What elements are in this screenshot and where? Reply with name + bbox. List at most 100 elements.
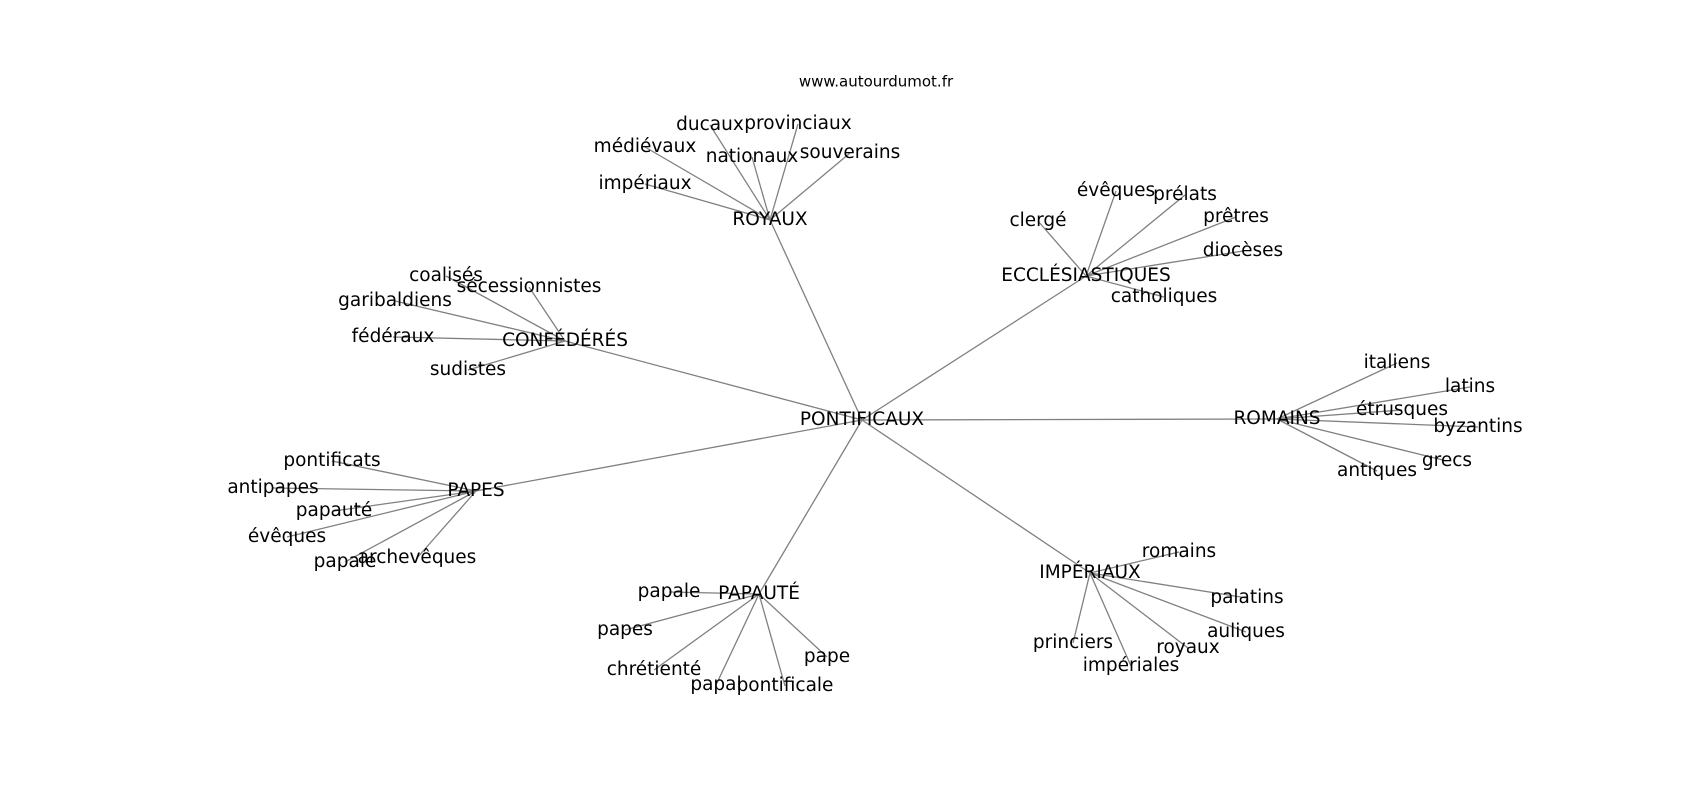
edge-hub-to-leaf bbox=[286, 490, 477, 538]
leaf-word-node: papes bbox=[597, 619, 653, 640]
edge-hub-to-leaf bbox=[709, 124, 771, 221]
edge-center-to-hub bbox=[475, 419, 863, 492]
edge-hub-to-leaf bbox=[333, 490, 477, 512]
leaf-word-node: prêtres bbox=[1203, 206, 1269, 227]
edge-center-to-hub bbox=[861, 419, 1091, 574]
edge-hub-to-leaf bbox=[1276, 418, 1378, 472]
leaf-word-node: fédéraux bbox=[352, 326, 435, 347]
leaf-word-node: latins bbox=[1445, 376, 1495, 397]
edge-hub-to-leaf bbox=[1085, 190, 1117, 277]
edge-hub-to-leaf bbox=[1276, 409, 1403, 420]
edge-center-to-hub bbox=[861, 418, 1278, 421]
edge-hub-to-leaf bbox=[1085, 250, 1244, 277]
edge-hub-to-leaf bbox=[751, 156, 771, 221]
edge-hub-to-leaf bbox=[1089, 572, 1248, 599]
edge-hub-to-leaf bbox=[445, 275, 566, 342]
edge-hub-to-leaf bbox=[1037, 220, 1087, 277]
edge-hub-to-leaf bbox=[758, 593, 828, 658]
edge-hub-to-leaf bbox=[1085, 194, 1186, 277]
leaf-word-node: prélats bbox=[1153, 184, 1217, 205]
edges-layer bbox=[272, 123, 1479, 687]
leaf-word-node: garibaldiens bbox=[338, 290, 452, 311]
edge-hub-to-leaf bbox=[344, 490, 477, 563]
leaf-word-node: papale bbox=[638, 581, 701, 602]
edge-hub-to-leaf bbox=[272, 487, 477, 492]
edge-hub-to-leaf bbox=[331, 460, 477, 492]
leaf-word-node: grecs bbox=[1422, 450, 1472, 471]
edge-hub-to-leaf bbox=[467, 340, 566, 371]
edge-hub-to-leaf bbox=[769, 152, 851, 221]
edge-hub-to-leaf bbox=[1089, 572, 1247, 633]
edge-hub-to-leaf bbox=[1089, 572, 1189, 649]
edge-hub-to-leaf bbox=[758, 593, 786, 687]
leaf-word-node: impériaux bbox=[598, 173, 691, 194]
edge-hub-to-leaf bbox=[1089, 551, 1180, 574]
leaf-word-node: papauté bbox=[296, 500, 373, 521]
edge-hub-to-leaf bbox=[644, 146, 771, 221]
edge-center-to-hub bbox=[861, 275, 1087, 421]
edge-hub-to-leaf bbox=[1276, 362, 1398, 420]
leaf-word-node: archevêques bbox=[358, 547, 477, 568]
edge-hub-to-leaf bbox=[1085, 275, 1165, 298]
hub-word-node: ROMAINS bbox=[1233, 408, 1320, 429]
leaf-word-node: chrétienté bbox=[607, 659, 702, 680]
leaf-word-node: pape bbox=[804, 646, 850, 667]
leaf-word-node: médiévaux bbox=[594, 136, 697, 157]
leaf-word-node: sécessionnistes bbox=[457, 276, 602, 297]
edge-hub-to-leaf bbox=[1276, 418, 1479, 428]
edge-hub-to-leaf bbox=[653, 593, 760, 671]
leaf-word-node: souverains bbox=[800, 142, 900, 163]
leaf-word-node: auliques bbox=[1207, 621, 1285, 642]
leaf-word-node: étrusques bbox=[1356, 399, 1448, 420]
leaf-word-node: papale bbox=[314, 551, 377, 572]
edge-hub-to-leaf bbox=[394, 300, 566, 342]
hub-word-node: PAPES bbox=[447, 480, 504, 501]
hub-word-node: ROYAUX bbox=[732, 209, 807, 230]
edge-hub-to-leaf bbox=[1276, 418, 1448, 462]
hub-word-node: PAPAUTÉ bbox=[718, 582, 800, 604]
leaf-word-node: romains bbox=[1142, 541, 1216, 562]
edge-hub-to-leaf bbox=[1085, 216, 1237, 277]
leaf-word-node: antipapes bbox=[227, 477, 318, 498]
leaf-word-node: papal bbox=[690, 674, 741, 695]
edge-hub-to-leaf bbox=[644, 183, 771, 221]
edge-hub-to-leaf bbox=[624, 593, 760, 631]
edge-hub-to-leaf bbox=[416, 490, 477, 559]
hub-word-node: ECCLÉSIASTIQUES bbox=[1001, 264, 1170, 286]
leaf-word-node: impériales bbox=[1083, 655, 1180, 676]
leaf-word-node: palatins bbox=[1210, 587, 1283, 608]
leaf-word-node: catholiques bbox=[1111, 286, 1218, 307]
leaf-word-node: pontificats bbox=[283, 450, 380, 471]
hub-word-node: CONFÉDÉRÉS bbox=[502, 329, 628, 351]
leaf-word-node: diocèses bbox=[1203, 240, 1283, 261]
leaf-word-node: coalisés bbox=[409, 265, 483, 286]
leaf-word-node: italiens bbox=[1364, 352, 1431, 373]
leaf-word-node: clergé bbox=[1009, 210, 1066, 231]
edge-hub-to-leaf bbox=[715, 593, 760, 686]
edge-center-to-hub bbox=[769, 219, 863, 421]
leaf-word-node: provinciaux bbox=[744, 113, 851, 134]
edge-hub-to-leaf bbox=[769, 123, 799, 221]
leaf-word-node: royaux bbox=[1156, 637, 1220, 658]
leaf-word-node: byzantins bbox=[1433, 416, 1522, 437]
edge-hub-to-leaf bbox=[668, 591, 760, 595]
labels-layer: www.autourdumot.fr PONTIFICAUX ROYAUX duca… bbox=[227, 73, 1522, 697]
leaf-word-node: nationaux bbox=[706, 146, 799, 167]
edge-hub-to-leaf bbox=[528, 286, 566, 342]
leaf-word-node: antiques bbox=[1337, 460, 1417, 481]
edge-hub-to-leaf bbox=[1072, 572, 1091, 644]
hub-word-node: IMPÉRIAUX bbox=[1039, 561, 1141, 583]
leaf-word-node: évêques bbox=[248, 526, 326, 547]
leaf-word-node: évêques bbox=[1077, 180, 1155, 201]
edge-hub-to-leaf bbox=[392, 336, 566, 342]
edge-hub-to-leaf bbox=[1089, 572, 1132, 667]
center-word-node: PONTIFICAUX bbox=[800, 409, 925, 430]
leaf-word-node: ducaux bbox=[676, 114, 744, 135]
edge-center-to-hub bbox=[758, 419, 863, 595]
edge-hub-to-leaf bbox=[1276, 386, 1471, 420]
edge-center-to-hub bbox=[564, 340, 863, 421]
leaf-word-node: sudistes bbox=[430, 359, 506, 380]
leaf-word-node: pontificale bbox=[737, 675, 834, 696]
source-label: www.autourdumot.fr bbox=[799, 73, 954, 91]
